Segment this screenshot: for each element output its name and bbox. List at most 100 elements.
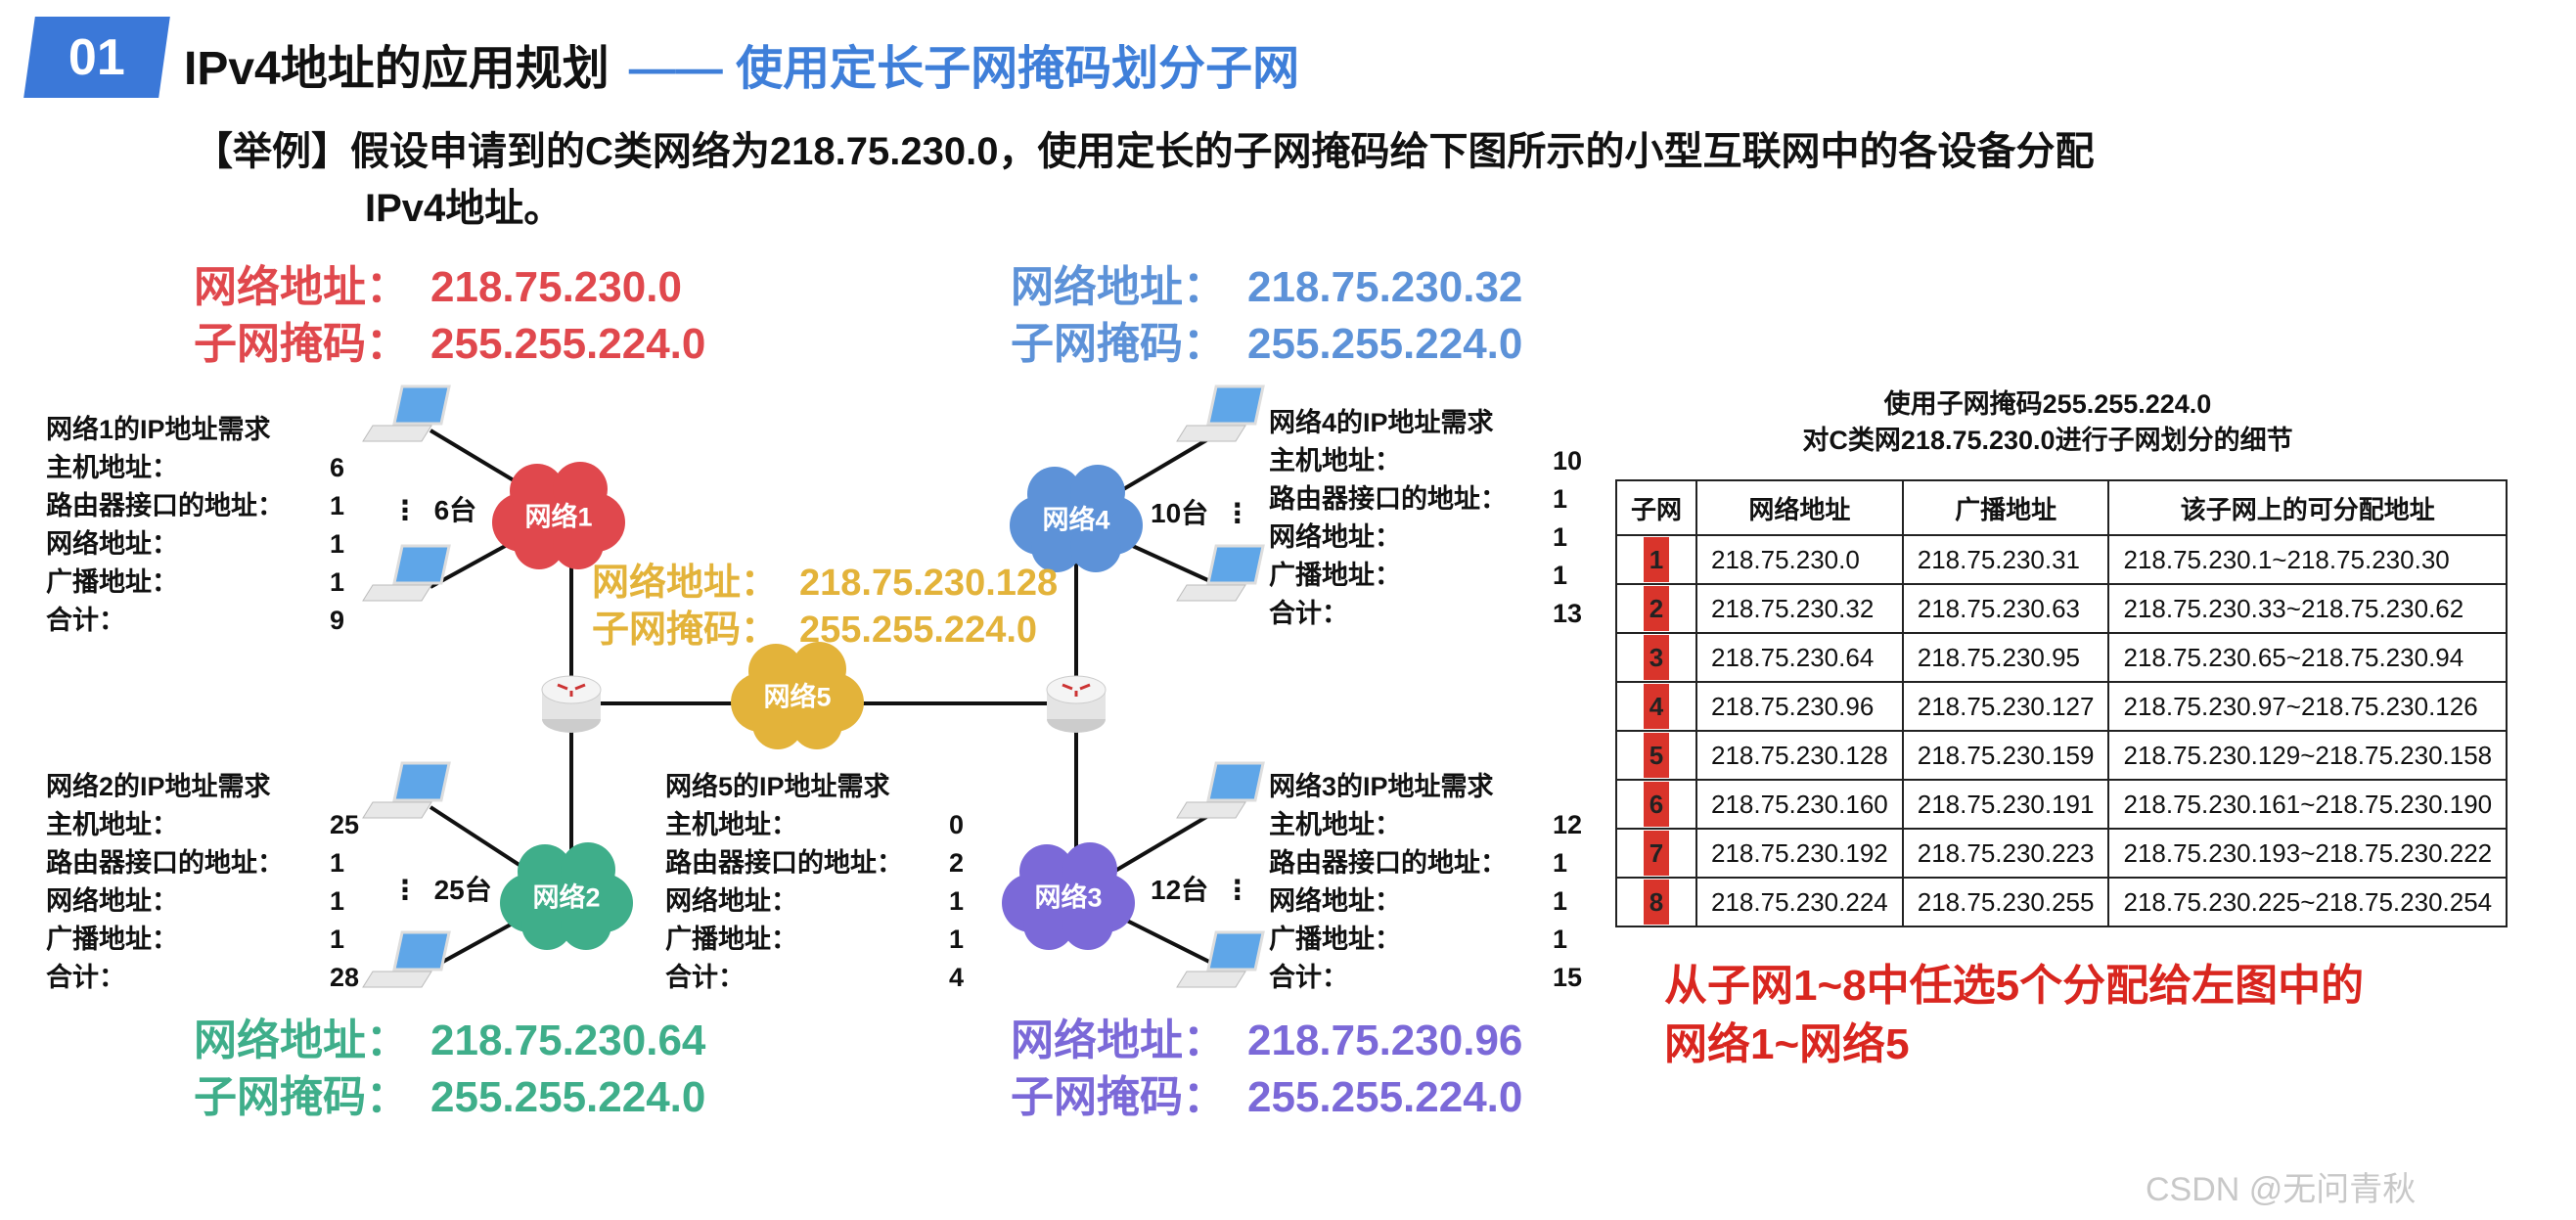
label: 子网掩码： bbox=[1011, 320, 1226, 368]
subnet-number-badge: 4 bbox=[1644, 684, 1669, 729]
cell: 218.75.230.0 bbox=[1695, 534, 1904, 585]
cell: 218.75.230.191 bbox=[1901, 779, 2110, 830]
req-value: 1 bbox=[330, 848, 345, 878]
req-value: 1 bbox=[1553, 886, 1568, 916]
req-value: 9 bbox=[330, 606, 345, 635]
req-label: 主机地址： bbox=[46, 810, 178, 839]
laptop-icon bbox=[1176, 930, 1265, 988]
header-network-address: 网络地址 bbox=[1695, 479, 1904, 536]
host-count-net2: ⋮ 25台 bbox=[391, 875, 492, 905]
cell: 218.75.230.161~218.75.230.190 bbox=[2107, 779, 2508, 830]
value: 255.255.224.0 bbox=[1247, 320, 1523, 368]
label: 子网掩码： bbox=[592, 610, 779, 651]
cell-subnet: 5 bbox=[1614, 730, 1698, 781]
req-value: 1 bbox=[330, 886, 345, 916]
req-row: 广播地址：1 bbox=[1269, 921, 1567, 959]
note-line-1: 从子网1~8中任选5个分配给左图中的 bbox=[1664, 962, 2365, 1010]
req-row: 路由器接口的地址：1 bbox=[46, 487, 344, 525]
laptop-icon bbox=[362, 761, 451, 819]
req-label: 合计： bbox=[46, 963, 125, 992]
req-label: 广播地址： bbox=[1269, 561, 1401, 590]
req-label: 合计： bbox=[46, 606, 125, 635]
req-row: 广播地址：1 bbox=[1269, 557, 1567, 595]
req-label: 网络地址： bbox=[46, 529, 178, 559]
cloud-label-net4: 网络4 bbox=[1042, 505, 1110, 535]
value: 218.75.230.32 bbox=[1247, 263, 1523, 311]
req-value: 1 bbox=[1553, 522, 1568, 552]
req-value: 1 bbox=[949, 886, 965, 916]
subnet-number-badge: 8 bbox=[1644, 880, 1669, 925]
cell-subnet: 2 bbox=[1614, 583, 1698, 634]
req-row: 网络地址：1 bbox=[665, 882, 964, 921]
req-value: 1 bbox=[1553, 925, 1568, 954]
cell: 218.75.230.224 bbox=[1695, 877, 1904, 927]
req-label: 合计： bbox=[665, 963, 745, 992]
label: 网络地址： bbox=[194, 263, 409, 311]
cell-subnet: 1 bbox=[1614, 534, 1698, 585]
cell-subnet: 8 bbox=[1614, 877, 1698, 927]
table-header-row: 子网 网络地址 广播地址 该子网上的可分配地址 bbox=[1614, 479, 2508, 536]
req-row: 主机地址：10 bbox=[1269, 442, 1582, 480]
req-row: 合计：15 bbox=[1269, 959, 1582, 997]
title-main: IPv4地址的应用规划 bbox=[184, 43, 610, 95]
req-title: 网络4的IP地址需求 bbox=[1269, 408, 1494, 437]
req-row: 合计： 9 bbox=[46, 602, 344, 640]
req-row: 网络地址： 1 bbox=[1269, 519, 1567, 557]
req-value: 0 bbox=[949, 810, 965, 839]
subnet-number-badge: 7 bbox=[1644, 831, 1669, 876]
cell: 218.75.230.31 bbox=[1901, 534, 2110, 585]
req-title: 网络1的IP地址需求 bbox=[46, 415, 271, 444]
count-text: 25台 bbox=[433, 875, 492, 905]
req-row: 广播地址：1 bbox=[46, 564, 344, 602]
cloud-net1 bbox=[492, 462, 625, 569]
req-label: 路由器接口的地址： bbox=[665, 848, 903, 878]
cloud-label-net2: 网络2 bbox=[532, 882, 601, 913]
req-row: 主机地址：6 bbox=[46, 449, 344, 487]
table-caption-2: 对C类网218.75.230.0进行子网划分的细节 bbox=[1802, 426, 2293, 455]
header-subnet: 子网 bbox=[1614, 479, 1698, 536]
laptop-icon bbox=[1176, 544, 1265, 602]
cell: 218.75.230.160 bbox=[1695, 779, 1904, 830]
req-label: 网络地址： bbox=[1269, 522, 1401, 552]
label: 网络地址： bbox=[194, 1017, 409, 1064]
cell: 218.75.230.255 bbox=[1901, 877, 2110, 927]
count-text: 12台 bbox=[1151, 875, 1209, 905]
title-sub: —— 使用定长子网掩码划分子网 bbox=[628, 43, 1300, 95]
cell: 218.75.230.192 bbox=[1695, 828, 1904, 879]
value: 255.255.224.0 bbox=[1247, 1073, 1523, 1121]
req-value: 28 bbox=[330, 963, 360, 992]
count-text: 6台 bbox=[433, 495, 477, 525]
req-value: 1 bbox=[330, 925, 345, 954]
cloud-label-net5: 网络5 bbox=[763, 682, 832, 712]
laptop-icon bbox=[1176, 384, 1265, 442]
label: 网络地址： bbox=[1011, 1017, 1226, 1064]
req-value: 6 bbox=[330, 453, 345, 482]
req-row: 主机地址：25 bbox=[46, 806, 359, 844]
laptop-icon bbox=[362, 930, 451, 988]
cell: 218.75.230.65~218.75.230.94 bbox=[2107, 632, 2508, 683]
req-row: 广播地址：1 bbox=[46, 921, 344, 959]
cell-subnet: 3 bbox=[1614, 632, 1698, 683]
count-text: 10台 bbox=[1151, 498, 1209, 528]
value: 218.75.230.0 bbox=[430, 263, 682, 311]
cell: 218.75.230.97~218.75.230.126 bbox=[2107, 681, 2508, 732]
req-label: 路由器接口的地址： bbox=[1269, 484, 1507, 514]
cell: 218.75.230.1~218.75.230.30 bbox=[2107, 534, 2508, 585]
req-row: 网络地址：1 bbox=[1269, 882, 1567, 921]
req-row: 合计：4 bbox=[665, 959, 964, 997]
cell: 218.75.230.225~218.75.230.254 bbox=[2107, 877, 2508, 927]
note-line-2: 网络1~网络5 bbox=[1664, 1020, 1910, 1068]
label: 网络地址： bbox=[592, 563, 779, 604]
req-label: 网络地址： bbox=[46, 886, 178, 916]
subnet-number-badge: 3 bbox=[1644, 635, 1669, 680]
req-row: 路由器接口的地址：1 bbox=[46, 844, 344, 882]
cell: 218.75.230.159 bbox=[1901, 730, 2110, 781]
req-value: 13 bbox=[1553, 599, 1583, 628]
